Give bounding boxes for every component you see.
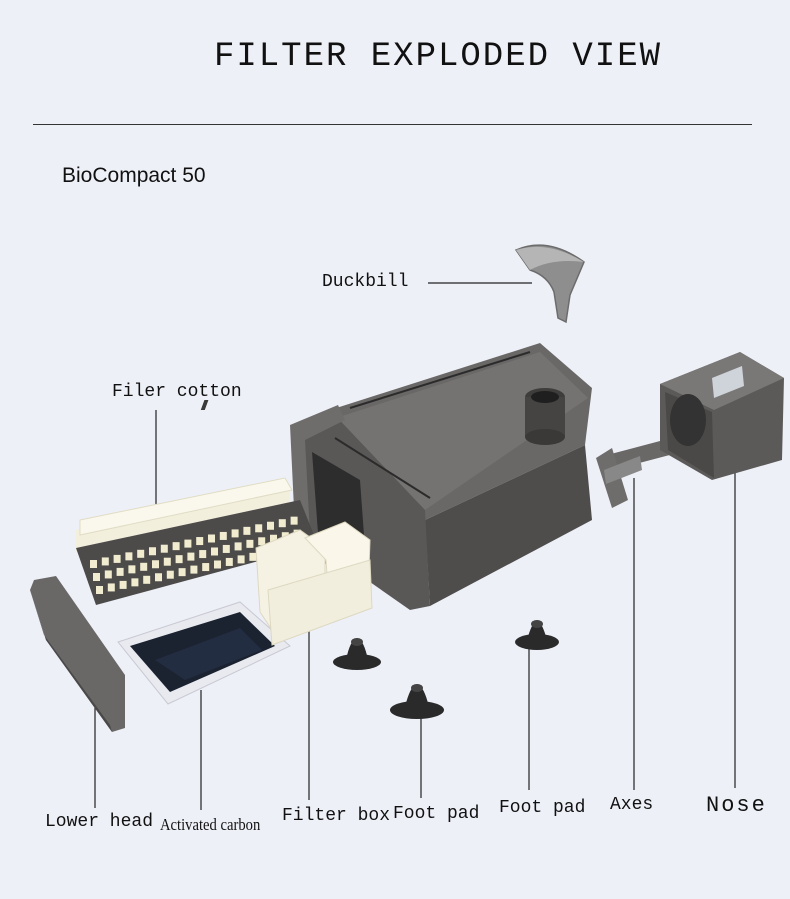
label-activated-carbon: Activated carbon: [160, 815, 261, 834]
basket-hole: [255, 524, 263, 533]
model-name: BioCompact 50: [62, 164, 206, 187]
basket-hole: [234, 542, 242, 551]
basket-hole: [160, 544, 168, 553]
label-nose: Nose: [706, 793, 767, 818]
label-foot-pad-1: Foot pad: [393, 804, 480, 824]
basket-hole: [116, 567, 124, 576]
basket-hole: [237, 555, 245, 564]
lower-head-part: [30, 576, 125, 732]
basket-hole: [137, 549, 145, 558]
basket-hole: [290, 516, 298, 525]
basket-hole: [107, 583, 115, 592]
title-divider: [33, 124, 752, 125]
label-lower-head: Lower head: [45, 812, 154, 832]
basket-hole: [187, 552, 195, 561]
activated-carbon-part: [117, 601, 291, 705]
basket-hole: [166, 570, 174, 579]
basket-hole: [175, 555, 183, 564]
label-axes: Axes: [610, 795, 654, 815]
basket-hole: [90, 560, 97, 568]
basket-hole: [143, 575, 151, 584]
basket-hole: [131, 578, 139, 587]
basket-hole: [155, 573, 162, 582]
basket-hole: [128, 565, 136, 574]
basket-hole: [199, 550, 207, 559]
basket-hole: [113, 554, 121, 563]
basket-hole: [243, 526, 251, 535]
basket-hole: [225, 557, 233, 566]
basket-hole: [101, 557, 109, 566]
basket-hole: [231, 529, 239, 538]
label-filter-cotton: Filer cotton: [112, 382, 242, 402]
basket-hole: [196, 537, 204, 546]
basket-hole: [258, 537, 266, 546]
basket-hole: [125, 552, 133, 561]
foot-pad-part-3: [515, 620, 559, 650]
basket-hole: [267, 521, 274, 530]
label-duckbill: Duckbill: [322, 272, 409, 292]
basket-hole: [249, 552, 257, 561]
basket-hole: [190, 565, 198, 574]
filter-box-part: [255, 521, 373, 646]
basket-hole: [219, 531, 227, 540]
basket-hole: [119, 580, 127, 589]
basket-hole: [152, 560, 159, 569]
duckbill-part: [514, 244, 585, 324]
basket-hole: [163, 557, 171, 566]
basket-hole: [202, 563, 210, 572]
nose-part: [660, 352, 784, 480]
basket-hole: [172, 542, 180, 551]
basket-hole: [211, 547, 218, 556]
basket-hole: [222, 544, 230, 553]
basket-hole: [214, 560, 221, 569]
basket-hole: [149, 547, 156, 556]
label-foot-pad-2: Foot pad: [499, 798, 586, 818]
basket-hole: [140, 562, 148, 571]
basket-hole: [278, 519, 286, 528]
basket-hole: [270, 534, 277, 543]
basket-hole: [93, 573, 100, 581]
filter-cotton-part: [76, 477, 318, 605]
basket-hole: [178, 568, 186, 577]
basket-hole: [104, 570, 112, 579]
page-title: FILTER EXPLODED VIEW: [213, 38, 663, 76]
basket-hole: [184, 539, 192, 548]
foot-pad-part-2: [390, 684, 444, 719]
foot-pad-part-1: [333, 638, 381, 670]
basket-hole: [96, 586, 103, 594]
label-filter-box: Filter box: [282, 806, 391, 826]
basket-hole: [246, 539, 254, 548]
basket-hole: [208, 534, 215, 543]
